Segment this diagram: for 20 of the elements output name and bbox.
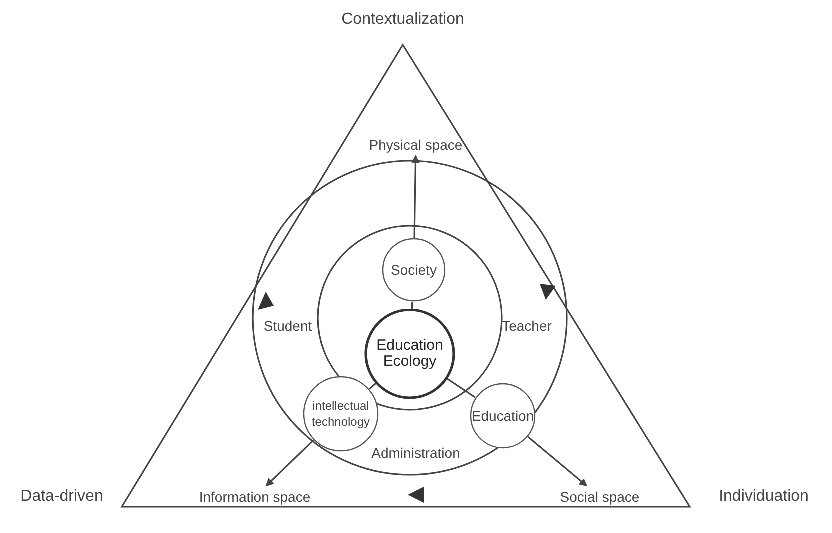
node-label: Society bbox=[390, 262, 438, 278]
ring-label: Student bbox=[264, 318, 312, 334]
ring-label: Teacher bbox=[502, 318, 552, 334]
circle-node bbox=[381, 238, 447, 302]
node-label: intellectual technology bbox=[310, 398, 372, 430]
node-label: Education bbox=[470, 408, 536, 424]
connector-line bbox=[447, 378, 476, 398]
connector-line bbox=[369, 382, 377, 390]
space-label: Information space bbox=[170, 486, 340, 508]
space-label: Social space bbox=[548, 486, 652, 508]
corner-label: Individuation bbox=[719, 488, 809, 506]
arrow bbox=[528, 436, 588, 487]
arrow bbox=[412, 155, 420, 238]
corner-label: Contextualization bbox=[342, 11, 464, 29]
node-label: Education Ecology bbox=[376, 338, 444, 370]
corner-label: Data-driven bbox=[20, 488, 104, 506]
space-label: Physical space bbox=[360, 134, 472, 156]
connector-line bbox=[411, 302, 414, 310]
ring-label: Administration bbox=[372, 445, 460, 461]
arrow bbox=[266, 440, 314, 487]
